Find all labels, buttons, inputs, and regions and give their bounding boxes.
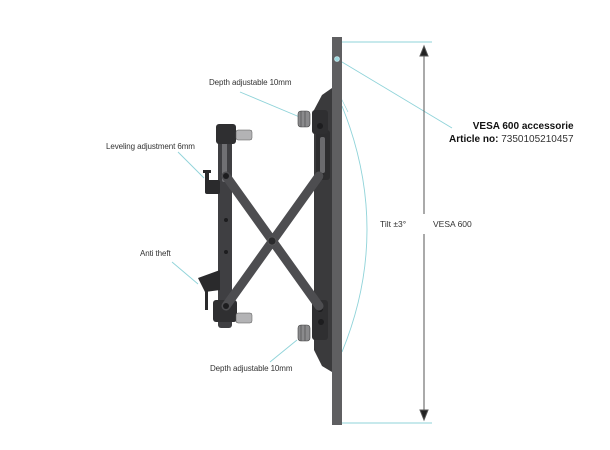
callout-depth-top: Depth adjustable 10mm — [209, 78, 292, 87]
product-title: VESA 600 accessorie — [472, 121, 574, 132]
callout-depth-bottom: Depth adjustable 10mm — [210, 364, 293, 373]
callout-anti-theft: Anti theft — [140, 249, 171, 258]
leader-lines — [171, 41, 453, 424]
callout-tilt: Tilt ±3° — [380, 219, 407, 229]
vesa-dimension-arrow — [419, 44, 429, 422]
depth-knob-top — [297, 110, 311, 128]
product-title-block: VESA 600 accessorie Article no: 73501052… — [449, 120, 574, 146]
vesa-dimension-label: VESA 600 — [432, 219, 473, 229]
depth-knob-bottom — [297, 324, 311, 342]
leveling-knob-top — [235, 129, 253, 141]
display-panel — [332, 37, 342, 425]
leveling-screw — [203, 170, 220, 194]
article-line: Article no: 7350105210457 — [449, 133, 574, 146]
display-bracket — [312, 88, 332, 372]
anti-theft-clamp — [198, 270, 220, 310]
leveling-knob-bottom — [235, 312, 253, 324]
callout-leveling: Leveling adjustment 6mm — [106, 142, 195, 151]
article-number: 7350105210457 — [501, 134, 574, 145]
article-label: Article no: — [449, 134, 499, 145]
